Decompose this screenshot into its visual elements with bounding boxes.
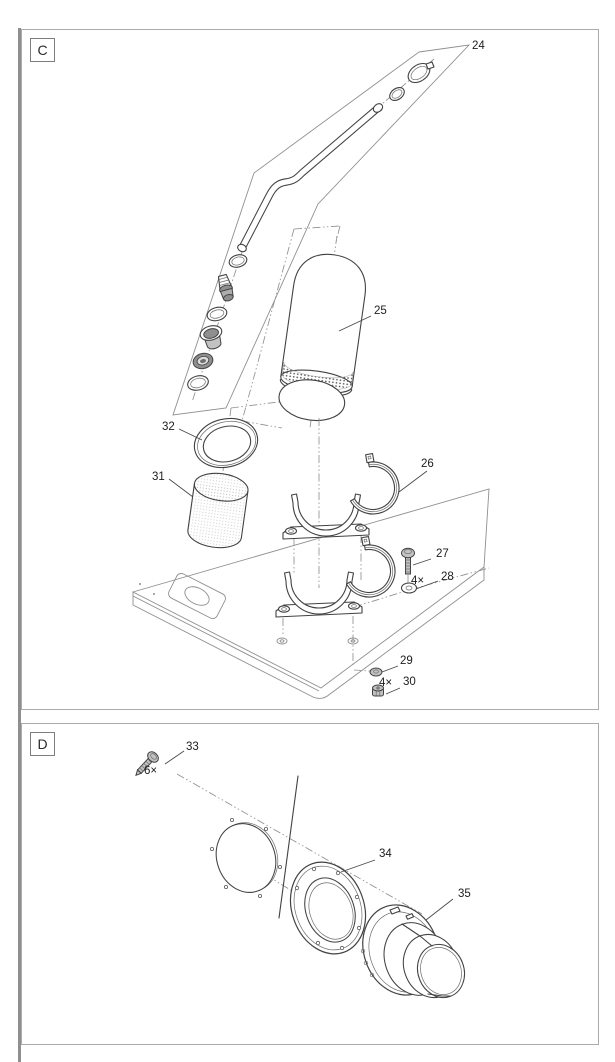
exploded-view-d: 33 6× 34 35: [135, 741, 471, 999]
suction-pipe: [237, 103, 384, 253]
panel-c-tag-letter: C: [37, 42, 48, 58]
panel-d-tag: D: [30, 732, 55, 756]
callout-31: 31: [152, 471, 165, 483]
callout-35: 35: [458, 888, 471, 900]
pipe-top-opening: [372, 103, 384, 113]
part-24-enclosure-outline: [172, 44, 471, 416]
wall-edge-line: [278, 775, 299, 919]
grommet: [192, 352, 214, 370]
pipe-fittings-column: [187, 254, 248, 391]
leader-lines-c: [168, 315, 439, 695]
callout-29-qty: 4×: [379, 677, 392, 689]
filter-cartridge: [278, 235, 366, 428]
flange-screw-holes: [294, 866, 362, 951]
callout-34: 34: [379, 848, 392, 860]
washer-28: [400, 582, 418, 594]
flat-gasket: [209, 818, 282, 898]
clamp-strap-lower: [345, 536, 396, 598]
insert-bushing: [199, 325, 223, 350]
gasket-screw-holes: [209, 818, 282, 898]
callout-24: 24: [472, 40, 485, 52]
callout-28: 28: [441, 571, 454, 583]
exploded-view-c: 24 25 26 27 4× 28 29 4× 30 31 32: [131, 40, 490, 699]
tray-bolt-hole: [276, 637, 288, 645]
callout-27-qty: 4×: [411, 575, 424, 587]
hose-clamp-rings: [389, 61, 435, 101]
o-ring: [206, 306, 228, 322]
panel-d-tag-letter: D: [37, 736, 48, 752]
nut-30: [372, 684, 384, 697]
clamp-strap-upper: [349, 453, 400, 515]
page-left-rule: [18, 28, 21, 1062]
outlet-socket: [360, 904, 466, 999]
mounting-tray: [131, 488, 490, 699]
leader-lines-d: [164, 750, 454, 921]
wall-screw: [135, 751, 159, 777]
tray-cutout-flap: [168, 572, 226, 620]
pipe-bottom-opening: [237, 243, 247, 253]
callout-32: 32: [162, 421, 175, 433]
cylinder-alignment-box: [241, 225, 341, 429]
clamp-screw-housing: [425, 61, 435, 70]
cartridge-end-cap: [278, 379, 346, 422]
washer-29: [369, 667, 383, 677]
foam-filter: [187, 472, 249, 549]
clamp-screw: [401, 547, 415, 575]
callout-33: 33: [186, 741, 199, 753]
c-clip-lower: [187, 375, 209, 391]
seal-ring: [193, 417, 259, 469]
socket-tab: [405, 913, 415, 920]
clamp-cradle-lower: [275, 571, 363, 618]
tray-rivet-dot: [139, 583, 141, 585]
panel-c: C: [21, 29, 599, 710]
c-clip-upper: [228, 254, 248, 268]
callout-33-qty: 6×: [144, 765, 157, 777]
threaded-hose-barb: [217, 273, 234, 302]
socket-tab: [389, 906, 401, 915]
callout-27: 27: [436, 548, 449, 560]
tray-bolt-hole-inner: [279, 639, 285, 643]
callouts-c: 24 25 26 27 4× 28 29 4× 30 31 32: [152, 40, 485, 689]
callout-29: 29: [400, 655, 413, 667]
clamping-flange: [289, 861, 367, 955]
callouts-d: 33 6× 34 35: [144, 741, 471, 900]
tray-rivet-dot: [153, 593, 155, 595]
callout-26: 26: [421, 458, 434, 470]
callout-30: 30: [403, 676, 416, 688]
panel-d: D: [21, 723, 599, 1045]
callout-25: 25: [374, 305, 387, 317]
panel-c-tag: C: [30, 38, 55, 62]
